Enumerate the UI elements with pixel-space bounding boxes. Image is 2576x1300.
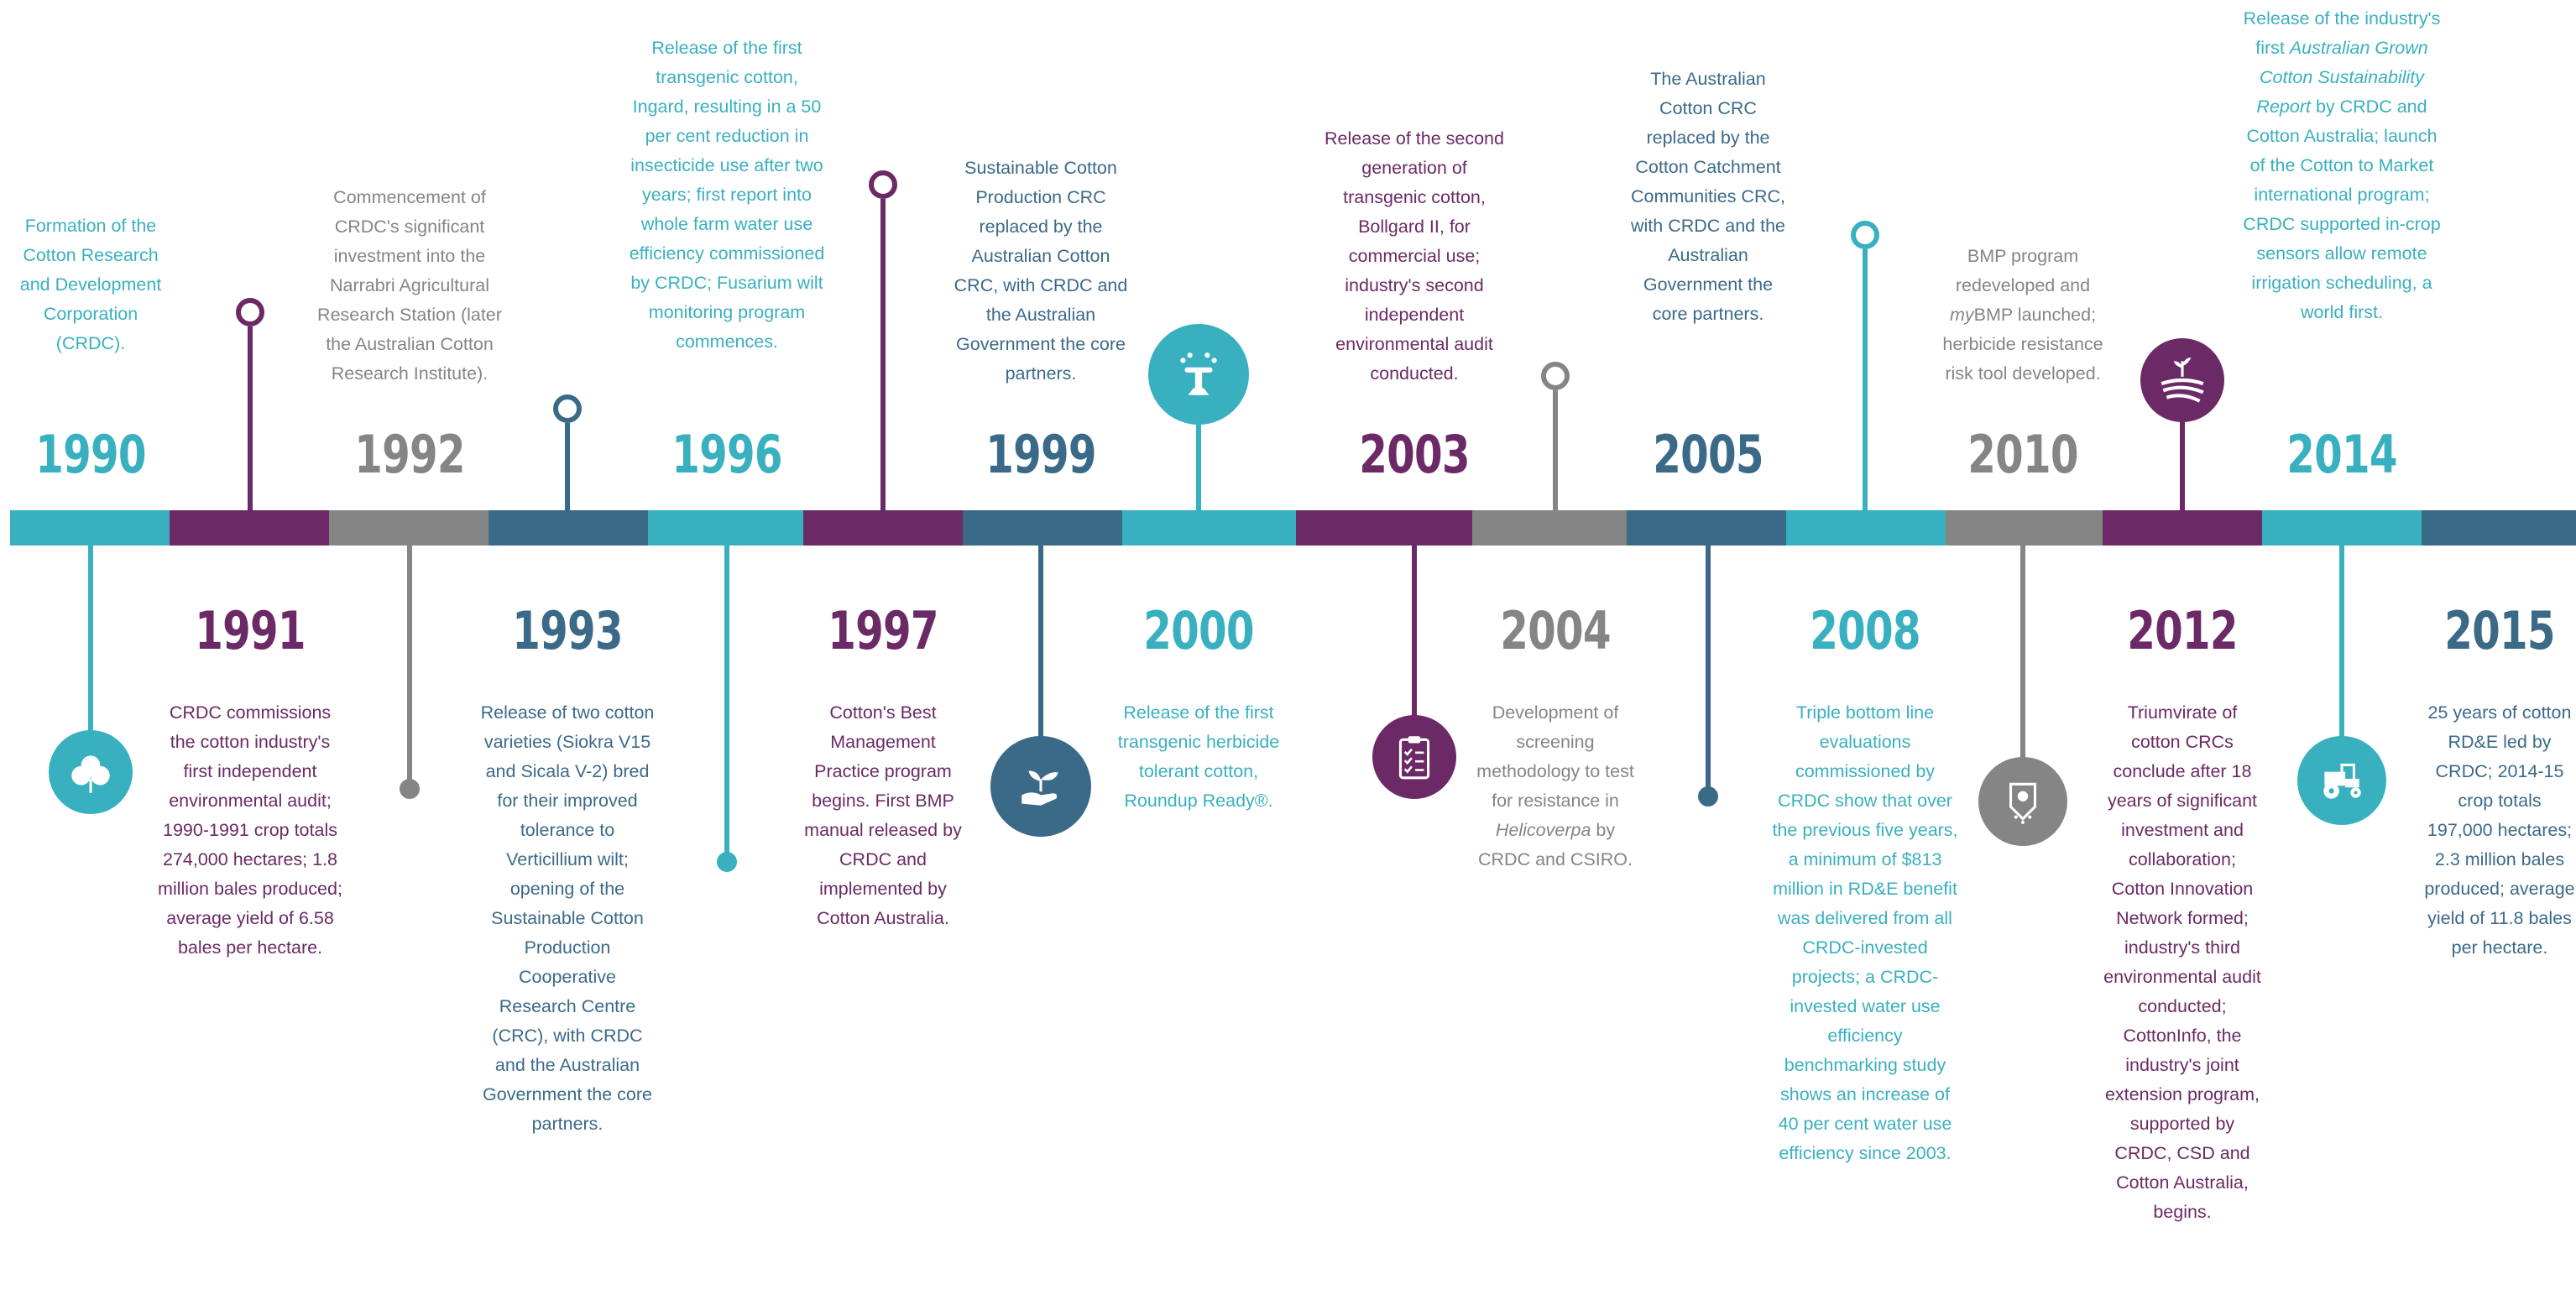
irrigation-sprinkler-icon: [1148, 324, 1249, 425]
timeline-knob: [236, 298, 264, 326]
event-year: 2003: [1359, 424, 1470, 485]
event-year: 2014: [2286, 424, 2397, 485]
timeline-bar-segment: [1627, 510, 1786, 546]
timeline-knob: [553, 394, 582, 423]
timeline-bar-segment: [1946, 510, 2103, 546]
italic-text: Australian Grown Cotton Sustainability R…: [2256, 38, 2428, 117]
event-description: Sustainable Cotton Production CRC replac…: [954, 158, 1128, 384]
event-year: 2012: [2127, 600, 2238, 661]
event-description: 25 years of cotton RD&E led by CRDC; 201…: [2424, 702, 2575, 958]
event-description: Release of the first transgenic cotton, …: [629, 38, 825, 352]
timeline-stem: [1706, 546, 1711, 796]
timeline-stem: [2339, 546, 2344, 781]
event-description: Triumvirate of cotton CRCs conclude afte…: [2103, 702, 2261, 1222]
timeline-bar-segment: [2262, 510, 2422, 546]
timeline-stem: [1038, 546, 1043, 786]
event-description: Commencement of CRDC's significant inves…: [317, 187, 502, 384]
crop-field-icon: [2140, 338, 2224, 422]
italic-text: my: [1949, 305, 1974, 325]
timeline-stem: [248, 326, 253, 510]
timeline-knob: [869, 170, 897, 199]
timeline-bar-segment: [489, 510, 648, 546]
timeline-stem: [724, 546, 729, 862]
timeline-stem: [1553, 390, 1558, 510]
event-year: 1991: [195, 600, 306, 661]
timeline-bar-segment: [329, 510, 489, 546]
timeline-bar-segment: [803, 510, 963, 546]
timeline-bar-segment: [1296, 510, 1472, 546]
event-description: Cotton's Best Management Practice progra…: [804, 702, 962, 928]
timeline-dot: [400, 779, 420, 799]
event-description: CRDC commissions the cotton industry's f…: [158, 702, 342, 958]
event-description: Formation of the Cotton Research and Dev…: [19, 216, 162, 353]
event-year: 2005: [1653, 424, 1763, 485]
timeline-stem: [88, 546, 93, 772]
timeline-knob: [1851, 221, 1879, 249]
timeline-knob: [1541, 362, 1570, 390]
event-description: Release of the industry's first Australi…: [2243, 8, 2441, 322]
event-year: 1996: [671, 424, 782, 485]
tractor-icon: [2297, 736, 2386, 825]
timeline-bar-segment: [1122, 510, 1296, 546]
timeline-stem: [565, 423, 570, 510]
event-year: 2000: [1143, 600, 1254, 661]
timeline-bar-segment: [2422, 510, 2576, 546]
event-year: 2004: [1500, 600, 1611, 661]
timeline-stem: [1863, 249, 1868, 510]
timeline-stem: [2180, 380, 2185, 510]
soil-sensor-icon: [1978, 757, 2067, 846]
event-description: Release of the second generation of tran…: [1325, 128, 1504, 384]
timeline-stem: [1412, 546, 1417, 757]
timeline-stem: [880, 199, 886, 510]
timeline-bar-segment: [170, 510, 329, 546]
clipboard-checklist-icon: [1372, 715, 1456, 799]
timeline-bar-segment: [963, 510, 1122, 546]
event-year: 1990: [35, 424, 146, 485]
timeline-stem: [1196, 374, 1201, 510]
timeline-dot: [717, 852, 737, 872]
event-year: 1992: [354, 424, 465, 485]
timeline-stem: [407, 546, 412, 789]
event-description: Release of the first transgenic herbicid…: [1117, 702, 1280, 811]
timeline-bar-segment: [2103, 510, 2262, 546]
event-description: Triple bottom line evaluations commissio…: [1772, 702, 1958, 1163]
event-year: 1993: [512, 600, 623, 661]
event-year: 1999: [985, 424, 1096, 485]
event-description: The Australian Cotton CRC replaced by th…: [1630, 69, 1786, 324]
timeline-stem: [2020, 546, 2025, 801]
event-description: BMP program redeveloped and myBMP launch…: [1942, 246, 2103, 384]
italic-text: Helicoverpa: [1495, 820, 1591, 840]
event-year: 2008: [1810, 600, 1920, 661]
event-year: 2015: [2444, 600, 2555, 661]
timeline-bar-segment: [648, 510, 803, 546]
timeline-bar-segment: [10, 510, 170, 546]
seedling-hand-icon: [990, 736, 1091, 837]
timeline-dot: [1698, 786, 1718, 807]
event-description: Release of two cotton varieties (Siokra …: [480, 702, 655, 1134]
timeline-bar-segment: [1786, 510, 1946, 546]
timeline-bar-segment: [1472, 510, 1627, 546]
cotton-boll-icon: [49, 730, 133, 814]
event-year: 1997: [828, 600, 938, 661]
event-description: Development of screening methodology to …: [1476, 702, 1634, 869]
event-year: 2010: [1967, 424, 2078, 485]
